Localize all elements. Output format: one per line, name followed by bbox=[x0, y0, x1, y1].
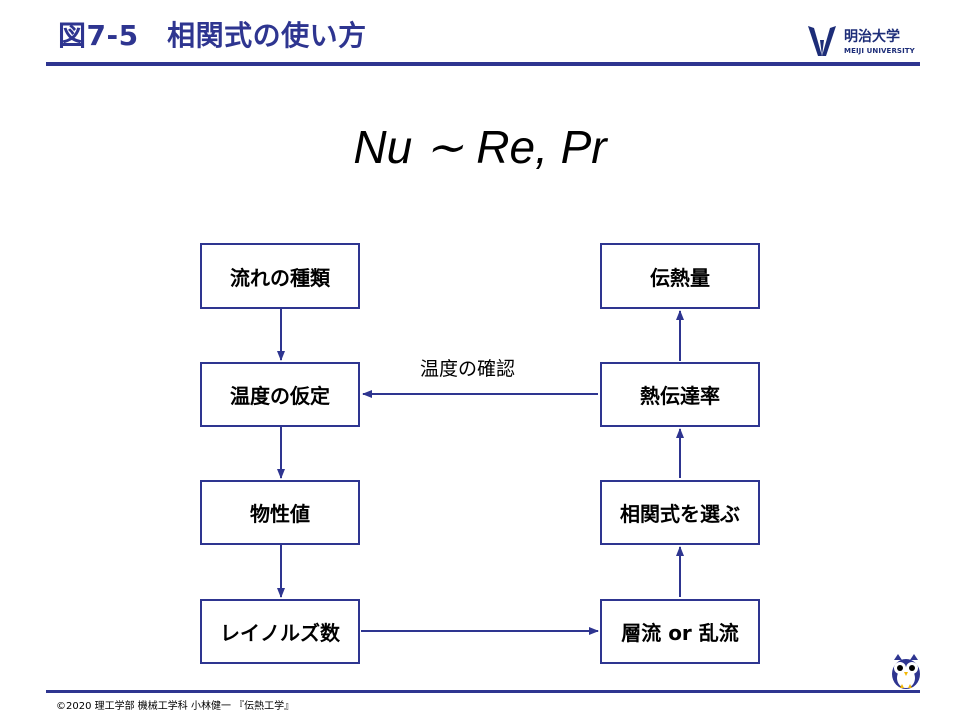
box-flow-type: 流れの種類 bbox=[200, 243, 360, 309]
box-reynolds-number: レイノルズ数 bbox=[200, 599, 360, 664]
university-logo: 明治大学 MEIJI UNIVERSITY bbox=[806, 22, 926, 62]
meiji-logo-icon bbox=[808, 26, 836, 56]
box-flow-regime: 層流 or 乱流 bbox=[600, 599, 760, 664]
formula: Nu ∼ Re, Pr bbox=[353, 121, 607, 173]
box-choose-correlation: 相関式を選ぶ bbox=[600, 480, 760, 545]
footer-credit: ©2020 理工学部 機械工学科 小林健一 『伝熱工学』 bbox=[56, 701, 295, 712]
slide-title: 図7-5 相関式の使い方 bbox=[58, 19, 367, 52]
box-heat-transfer: 伝熱量 bbox=[600, 243, 760, 309]
box-heat-transfer-coefficient: 熱伝達率 bbox=[600, 362, 760, 427]
box-properties: 物性値 bbox=[200, 480, 360, 545]
header-rule bbox=[46, 62, 920, 66]
logo-name-en: MEIJI UNIVERSITY bbox=[844, 47, 915, 55]
logo-name: 明治大学 bbox=[844, 29, 900, 45]
footer-rule bbox=[46, 690, 920, 693]
feedback-label: 温度の確認 bbox=[420, 358, 516, 380]
owl-mascot-icon bbox=[892, 654, 920, 689]
box-temperature-assumption: 温度の仮定 bbox=[200, 362, 360, 427]
